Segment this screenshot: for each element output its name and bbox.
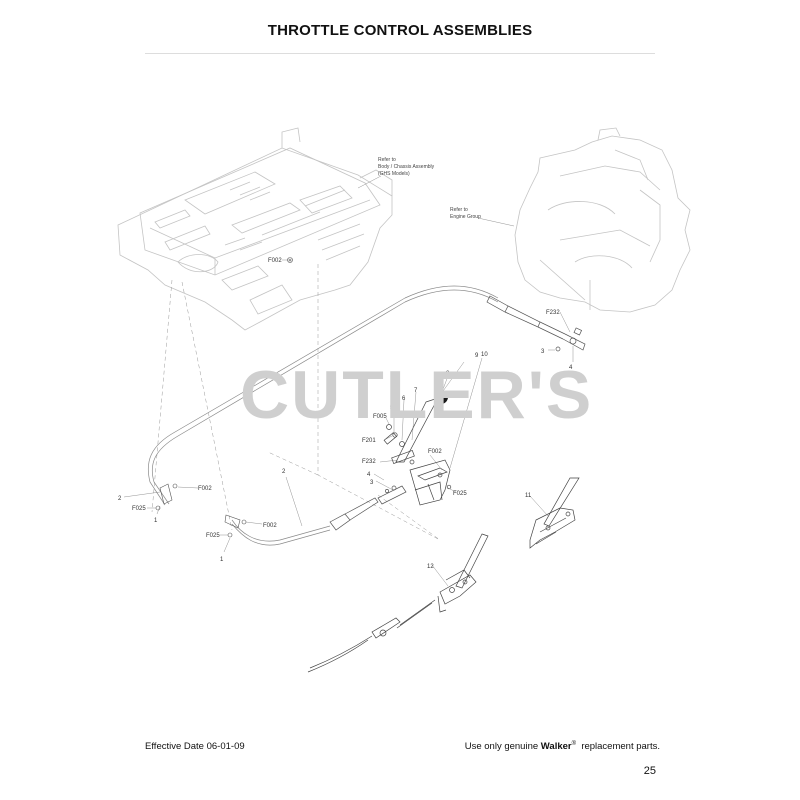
callout-12: 12: [427, 564, 434, 570]
callout-f025-mid: F025: [453, 491, 467, 497]
callout-1-left: 1: [154, 518, 158, 524]
throttle-cable: [147, 285, 499, 546]
callout-7: 7: [414, 388, 418, 394]
page-title: THROTTLE CONTROL ASSEMBLIES: [267, 22, 533, 39]
control-lever-12: [307, 533, 489, 673]
callout-4-right: 4: [569, 365, 573, 371]
reference-lines: [151, 264, 441, 541]
footer-prefix: Use only genuine: [464, 741, 539, 753]
callout-3-mid: 3: [370, 480, 374, 486]
callout-11: 11: [525, 493, 532, 499]
note-body-chassis-3: (GHS Models): [378, 171, 410, 177]
page-number: 25: [643, 765, 656, 777]
callout-5: 5: [390, 405, 394, 411]
callout-4-mid: 4: [367, 472, 371, 478]
callout-1-lower: 1: [220, 557, 224, 563]
callout-f002-left: F002: [198, 486, 212, 492]
callout-10: 10: [481, 352, 488, 358]
callout-f002-mid: F002: [428, 449, 442, 455]
title-rule: [145, 53, 655, 54]
callout-f005: F005: [373, 414, 387, 420]
cable-end-fitting-middle: [329, 485, 407, 531]
control-lever-11: [529, 477, 580, 549]
brand-name: Walker: [540, 741, 572, 753]
note-engine-group-2: Engine Group: [450, 214, 481, 220]
watermark: CUTLER'S: [240, 357, 593, 433]
chassis-drawing: [117, 127, 393, 331]
note-body-chassis-2: Body / Chassis Assembly: [378, 164, 435, 170]
callout-8: 8: [446, 371, 450, 377]
callout-2-left: 2: [118, 496, 122, 502]
callout-2-cable: 2: [282, 469, 286, 475]
registered-mark: ®: [571, 741, 577, 747]
effective-date: Effective Date 06-01-09: [145, 741, 245, 752]
callout-f201: F201: [362, 438, 376, 444]
callout-f025-left: F025: [132, 506, 146, 512]
callout-3-right: 3: [541, 349, 545, 355]
engine-drawing: [514, 127, 691, 313]
leader-lines: [123, 175, 574, 587]
callout-f025-lower: F025: [206, 533, 220, 539]
lever-knob: [434, 390, 448, 404]
hardware-top: [287, 257, 293, 263]
callout-6: 6: [402, 396, 406, 402]
footer-suffix: replacement parts.: [581, 741, 660, 753]
callout-f002-top: F002: [268, 258, 282, 264]
callout-f232-right: F232: [546, 310, 560, 316]
note-engine-group-1: Refer to: [450, 207, 468, 213]
callout-f232-mid: F232: [362, 459, 376, 465]
note-body-chassis-1: Refer to: [378, 157, 396, 163]
callout-f002-lower: F002: [263, 523, 277, 529]
footer-note: Use only genuine Walker® replacement par…: [465, 741, 660, 752]
callout-9: 9: [475, 353, 479, 359]
cable-end-fitting-right: [486, 295, 586, 352]
